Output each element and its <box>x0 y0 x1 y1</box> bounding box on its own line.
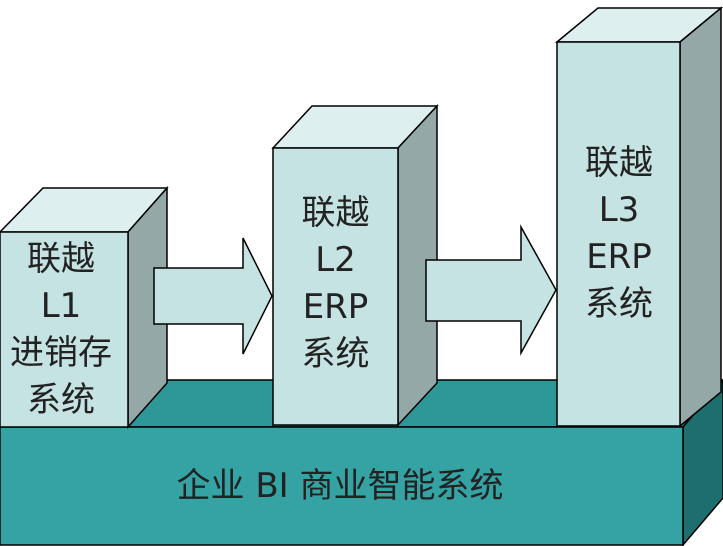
block-l3-line-1: 联越 <box>585 143 653 183</box>
block-l2 <box>271 104 439 427</box>
block-l2-line-2: L2 <box>315 240 356 280</box>
block-l3-line-2: L3 <box>598 190 640 230</box>
block-l2-label: 联越 L2 ERP 系统 <box>277 190 394 378</box>
arrow-l1-to-l2 <box>153 237 273 355</box>
block-l3-label: 联越 L3 ERP 系统 <box>563 140 675 328</box>
platform-front-face <box>0 426 684 546</box>
bi-platform <box>0 378 723 546</box>
block-l2-line-3: ERP <box>302 287 369 327</box>
block-l2-line-4: 系统 <box>301 334 370 374</box>
block-l2-line-1: 联越 <box>301 193 370 233</box>
block-l3 <box>554 6 723 428</box>
arrow-l2-to-l3 <box>425 224 557 356</box>
block-l1 <box>0 186 169 429</box>
block-l3-line-4: 系统 <box>585 284 653 324</box>
platform-label: 企业 BI 商业智能系统 <box>176 466 504 506</box>
block-l1-line-4: 系统 <box>27 380 95 420</box>
block-l1-line-2: L1 <box>40 286 82 326</box>
block-l1-line-3: 进销存 <box>10 333 112 373</box>
block-l2-front-face <box>272 147 399 426</box>
block-l1-line-1: 联越 <box>27 239 95 279</box>
block-l3-line-3: ERP <box>586 237 652 277</box>
block-l1-label: 联越 L1 进销存 系统 <box>2 236 120 424</box>
block-l3-side-face <box>679 6 722 428</box>
block-l1-front-face <box>0 231 129 428</box>
block-l3-front-face <box>556 41 681 427</box>
